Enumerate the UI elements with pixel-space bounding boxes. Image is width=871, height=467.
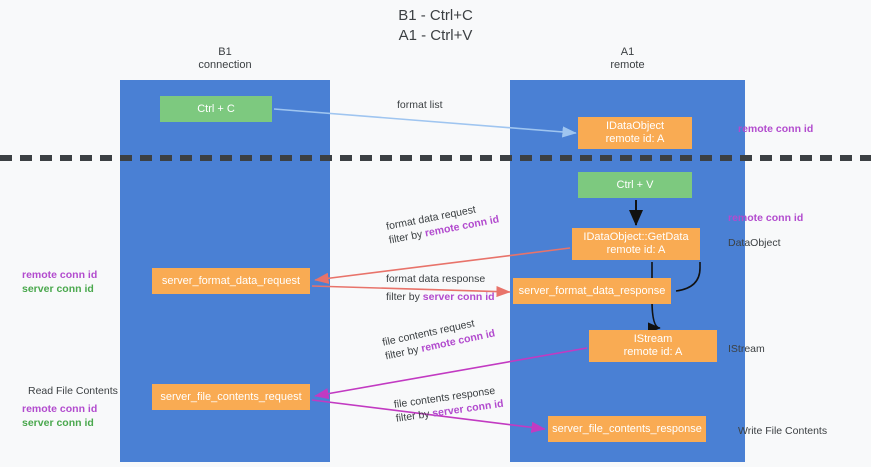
node-idataobject-getdata[interactable]: IDataObject::GetData remote id: A <box>572 228 700 260</box>
edge-label-text: format data response <box>386 273 486 285</box>
side-label-istream: IStream <box>728 343 765 355</box>
edge-label-format-data-response: format data response filter by server co… <box>386 272 495 304</box>
edge-label-file-contents-response: file contents response filter by server … <box>393 383 504 426</box>
node-ctrl-c[interactable]: Ctrl + C <box>160 96 272 122</box>
phase-divider <box>0 155 871 161</box>
side-label-remote-conn-id-2: remote conn id <box>22 403 98 415</box>
node-idataobject[interactable]: IDataObject remote id: A <box>578 117 692 149</box>
side-label-remote-conn-id-mid: remote conn id <box>728 212 804 224</box>
node-server-file-contents-response[interactable]: server_file_contents_response <box>548 416 706 442</box>
diagram-title: B1 - Ctrl+C A1 - Ctrl+V <box>398 7 473 44</box>
side-label-conn-ids-lower: remote conn id server conn id <box>22 402 97 430</box>
edge-label-file-contents-request: file contents request filter by remote c… <box>381 313 496 364</box>
edge-label-filter-value: server conn id <box>422 291 495 303</box>
node-server-format-data-request[interactable]: server_format_data_request <box>152 268 310 294</box>
edge-label-filter-prefix: filter by <box>395 407 434 425</box>
column-header-b1: B1 connection <box>198 46 252 71</box>
side-label-remote-conn-id-top: remote conn id <box>738 123 814 135</box>
side-label-write-file-contents: Write File Contents <box>738 425 828 437</box>
node-istream[interactable]: IStream remote id: A <box>589 330 717 362</box>
side-label-server-conn-id: server conn id <box>22 283 94 295</box>
side-label-remote-conn-id: remote conn id <box>22 269 98 281</box>
side-label-read-file-contents: Read File Contents <box>28 385 118 397</box>
side-label-server-conn-id-2: server conn id <box>22 417 94 429</box>
edge-label-filter-prefix: filter by <box>386 291 423 303</box>
edge-label-format-data-request: format data request filter by remote con… <box>385 199 500 248</box>
edge-label-format-list: format list <box>397 99 443 111</box>
node-server-format-data-response[interactable]: server_format_data_response <box>513 278 671 304</box>
side-label-dataobject: DataObject <box>728 237 781 249</box>
node-server-file-contents-request[interactable]: server_file_contents_request <box>152 384 310 410</box>
node-ctrl-v[interactable]: Ctrl + V <box>578 172 692 198</box>
side-label-conn-ids-upper: remote conn id server conn id <box>22 268 97 296</box>
column-header-a1: A1 remote <box>610 46 645 71</box>
